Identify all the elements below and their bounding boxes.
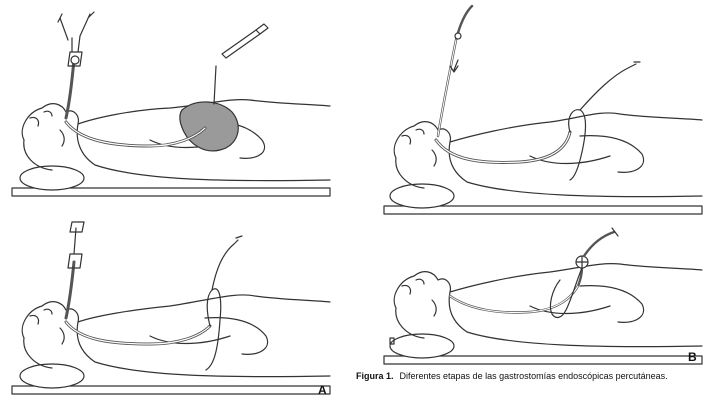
- panel-top-right: [384, 6, 702, 214]
- patient-arm: [530, 136, 644, 173]
- figure-caption: Figura 1. Diferentes etapas de las gastro…: [356, 371, 702, 382]
- syringe: [222, 24, 268, 58]
- wire-loop: [569, 64, 636, 180]
- panel-top-left: [12, 12, 330, 196]
- stomach: [180, 102, 238, 151]
- endoscope-handle: [68, 222, 84, 268]
- panel-label-b: B: [688, 350, 697, 364]
- gastrostomy-bumper: [455, 33, 461, 39]
- endoscope-valve: [71, 56, 79, 64]
- patient-face: [402, 129, 436, 166]
- panel-bottom-right: [384, 228, 702, 364]
- patient-face: [30, 309, 64, 344]
- panel-bottom-left: [12, 222, 330, 394]
- internal-loop: [550, 268, 582, 317]
- caption-prefix: Figura 1.: [356, 371, 394, 381]
- guide-wire-inner: [438, 40, 456, 136]
- gastrostomy-tube-inner: [436, 132, 570, 162]
- caption-text: Diferentes etapas de las gastrostomías e…: [400, 371, 668, 381]
- gastrostomy-tube-inner: [450, 286, 578, 312]
- patient-face: [402, 279, 436, 316]
- endoscope-tube-inner: [66, 322, 210, 344]
- needle: [214, 66, 216, 104]
- patient-face: [30, 111, 64, 146]
- gastrostomy-tube: [450, 264, 582, 312]
- wire-end: [236, 236, 242, 238]
- patient-body: [394, 264, 702, 347]
- external-tube: [584, 232, 614, 256]
- gastrostomy-tube: [436, 132, 570, 162]
- guide-wire: [206, 240, 238, 370]
- patient-arm: [530, 286, 644, 323]
- panel-label-a: A: [318, 383, 327, 397]
